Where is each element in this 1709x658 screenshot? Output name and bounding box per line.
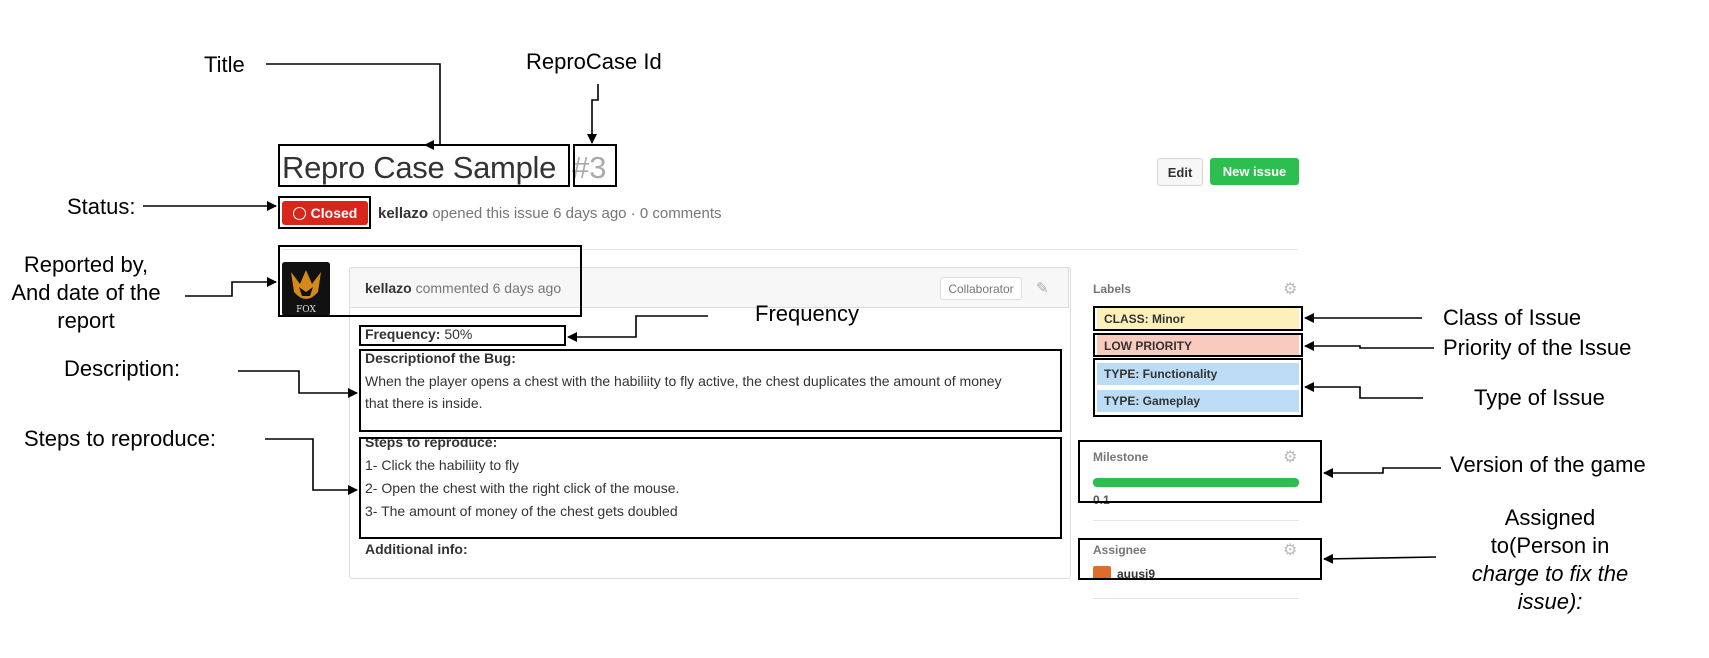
annotation-assigned-line: Assigned <box>1504 505 1596 530</box>
annotation-assigned-text: to(Person in <box>1490 533 1610 558</box>
assignee-gear-icon[interactable]: ⚙ <box>1283 542 1298 559</box>
label-type-functionality[interactable]: TYPE: Functionality <box>1097 363 1299 385</box>
arrow-reported-by <box>185 277 277 297</box>
issue-meta: kellazo opened this issue 6 days ago · 0… <box>378 205 722 222</box>
edit-button[interactable]: Edit <box>1157 158 1203 186</box>
frequency-value: 50% <box>444 326 473 342</box>
avatar[interactable]: FOX <box>282 262 330 316</box>
annotation-assigned-line: issue): <box>1517 589 1583 614</box>
label-class-minor[interactable]: CLASS: Minor <box>1097 308 1299 330</box>
status-badge: Closed <box>282 201 368 225</box>
frequency-line: Frequency: 50% <box>365 326 472 342</box>
annotation-type: Type of Issue <box>1474 385 1605 410</box>
arrow-description <box>238 370 358 398</box>
closed-status-icon <box>292 206 306 220</box>
collaborator-badge: Collaborator <box>940 277 1022 300</box>
arrow-version <box>1323 467 1441 478</box>
status-label: Closed <box>310 205 358 221</box>
title-highlight-box <box>278 144 570 187</box>
annotation-assigned-line: charge to fix the <box>1471 561 1629 586</box>
reporter-highlight-box <box>278 245 582 317</box>
issue-opened-text: opened this issue 6 days ago · 0 comment… <box>432 205 722 222</box>
annotation-description: Description: <box>64 356 181 381</box>
description-highlight-box <box>359 349 1062 432</box>
issue-number: #3 <box>572 150 607 185</box>
labels-gear-icon[interactable]: ⚙ <box>1283 281 1298 298</box>
frequency-highlight-box <box>359 325 566 346</box>
description-line-2: that there is inside. <box>365 395 483 411</box>
type-highlight-box <box>1093 358 1303 417</box>
arrow-assigned <box>1323 553 1437 564</box>
annotation-reported-by: Reported by, And date of the report <box>0 251 172 335</box>
annotation-version: Version of the game <box>1450 452 1646 477</box>
assignee-avatar-icon <box>1093 566 1111 580</box>
edit-pencil-icon[interactable]: ✎ <box>1036 280 1049 297</box>
annotation-assigned: Assigned to(Person in charge to fix the … <box>1440 504 1660 616</box>
milestone-gear-icon[interactable]: ⚙ <box>1283 449 1298 466</box>
sidebar-divider <box>1093 598 1299 599</box>
labels-title: Labels <box>1093 282 1132 296</box>
arrow-steps <box>265 438 358 495</box>
milestone-progress-bar <box>1093 478 1299 487</box>
issue-title: Repro Case Sample <box>282 150 557 185</box>
frequency-label: Frequency: <box>365 326 441 342</box>
annotation-reprocase-id: ReproCase Id <box>526 49 662 74</box>
assignee-name[interactable]: auusi9 <box>1117 567 1156 581</box>
sidebar-divider <box>1093 520 1299 521</box>
avatar-text: FOX <box>296 305 316 315</box>
annotation-class: Class of Issue <box>1443 305 1582 330</box>
annotation-reported-by-line: And date of the <box>11 280 161 305</box>
status-highlight-box <box>278 196 371 229</box>
step-item: 2- Open the chest with the right click o… <box>365 480 680 496</box>
arrow-reprocase-id <box>587 84 599 144</box>
arrow-priority <box>1304 341 1434 351</box>
arrow-type <box>1304 382 1423 399</box>
additional-info-label: Additional info: <box>365 541 468 557</box>
steps-highlight-box <box>359 437 1062 539</box>
comment-author-link[interactable]: kellazo <box>365 280 412 296</box>
description-label: Descriptionof the Bug: <box>365 350 516 366</box>
annotation-priority: Priority of the Issue <box>1443 335 1632 360</box>
priority-highlight-box <box>1093 333 1303 357</box>
annotation-assigned-line: to(Person in <box>1440 532 1660 560</box>
comment-meta: kellazo commented 6 days ago <box>365 280 561 296</box>
annotation-reported-by-line: Reported by, <box>23 252 149 277</box>
annotation-title: Title <box>204 52 245 77</box>
annotation-reported-by-line: report <box>57 308 115 333</box>
id-highlight-box <box>573 144 617 187</box>
milestone-highlight-box <box>1078 440 1322 503</box>
arrow-title <box>266 63 441 150</box>
description-line-1: When the player opens a chest with the h… <box>365 373 1002 389</box>
milestone-title: Milestone <box>1093 450 1149 464</box>
step-item: 1- Click the habiliity to fly <box>365 457 520 473</box>
header-divider <box>282 249 1298 250</box>
annotation-frequency: Frequency <box>755 301 859 326</box>
annotation-status: Status: <box>67 194 136 219</box>
label-low-priority[interactable]: LOW PRIORITY <box>1097 335 1299 357</box>
comment-box <box>349 267 1071 579</box>
annotation-steps: Steps to reproduce: <box>24 426 217 451</box>
fox-logo-icon: FOX <box>282 262 330 316</box>
issue-author-link[interactable]: kellazo <box>378 205 429 222</box>
comment-meta-text: commented 6 days ago <box>415 280 562 296</box>
new-issue-button[interactable]: New issue <box>1210 158 1299 185</box>
step-item: 3- The amount of money of the chest gets… <box>365 503 678 519</box>
class-highlight-box <box>1093 306 1303 331</box>
assignee-highlight-box <box>1078 538 1322 580</box>
milestone-value[interactable]: 0.1 <box>1093 493 1110 507</box>
assignee-title: Assignee <box>1093 543 1147 557</box>
label-type-gameplay[interactable]: TYPE: Gameplay <box>1097 390 1299 412</box>
